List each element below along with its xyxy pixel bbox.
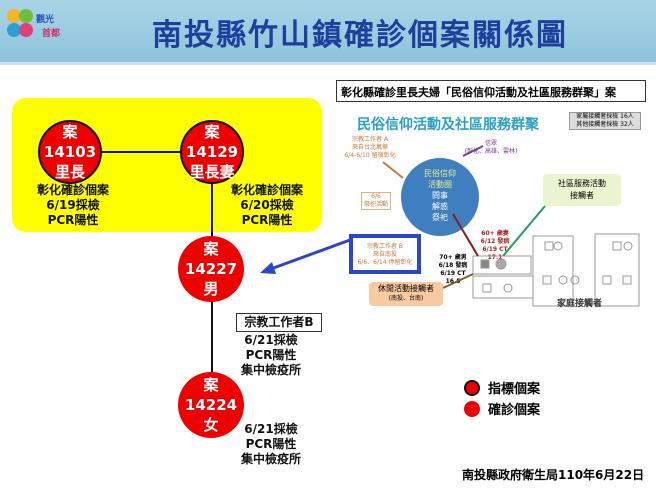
svg-text:觀光: 觀光 [36,13,54,25]
leisure-contacts: 休閒活動接觸者(南投、台南) [369,282,443,306]
source-footer: 南投縣政府衛生局110年6月22日 [462,468,645,482]
legend: 指標個案 確診個案 [464,378,540,418]
confirmed-case-marker-icon [464,400,480,417]
case-role: 男 [203,280,219,298]
contacts-box: 家屬接觸者採檢 16人其他接觸者採檢 32人 [569,112,641,130]
connector-line [211,300,213,374]
inset-caption: 彰化縣確診里長夫婦「民俗信仰活動及社區服務群聚」案 [336,80,646,102]
community-contacts: 社區服務活動接觸者 [543,174,621,206]
case-id: 案14227 [184,240,238,278]
case-14224-node: 案14224 女 [178,372,244,438]
family-tree-graphic [382,145,640,307]
family-contacts-label: 家庭接觸者 [557,299,603,309]
case-id: 案14224 [184,376,238,414]
worker-b-label: 宗教工作者B [236,313,322,332]
inset-heading: 民俗信仰活動及社區服務群聚 [357,117,539,133]
case-role: 女 [203,416,219,434]
header-divider [0,62,656,65]
link-arrow [260,238,351,274]
case-14103-node: 案14103 里長 [38,120,102,184]
ritual-circle: 民俗信仰活動圈問事解惑祭祀 [401,158,479,236]
case-role: 里長 [54,163,85,181]
connector-line [100,151,184,153]
changhua-cluster-diagram: 民俗信仰活動及社區服務群聚 家屬接觸者採檢 16人其他接觸者採檢 32人 宗教工… [333,106,645,320]
case-id: 案14129 [185,123,239,161]
header-bar [0,0,656,62]
page-title: 南投縣竹山鎮確診個案關係圖 [152,18,568,53]
legend-label: 確診個案 [488,403,541,418]
case-14129-node: 案14129 里長妻 [180,120,244,184]
case-14227-node: 案14227 男 [178,236,244,302]
tourism-logo: 觀光首都 [4,4,64,44]
legend-label: 指標個案 [488,382,541,397]
case-id: 案14103 [43,123,97,161]
believers: 信眾(彰化、高雄、雲林) [464,140,518,155]
svg-text:首都: 首都 [42,27,60,39]
connector-line [211,184,213,238]
legend-item-confirmed: 確診個案 [464,399,540,418]
case-role: 里長妻 [189,163,235,181]
index-case-marker-icon [464,379,480,396]
legend-item-index: 指標個案 [464,378,540,397]
